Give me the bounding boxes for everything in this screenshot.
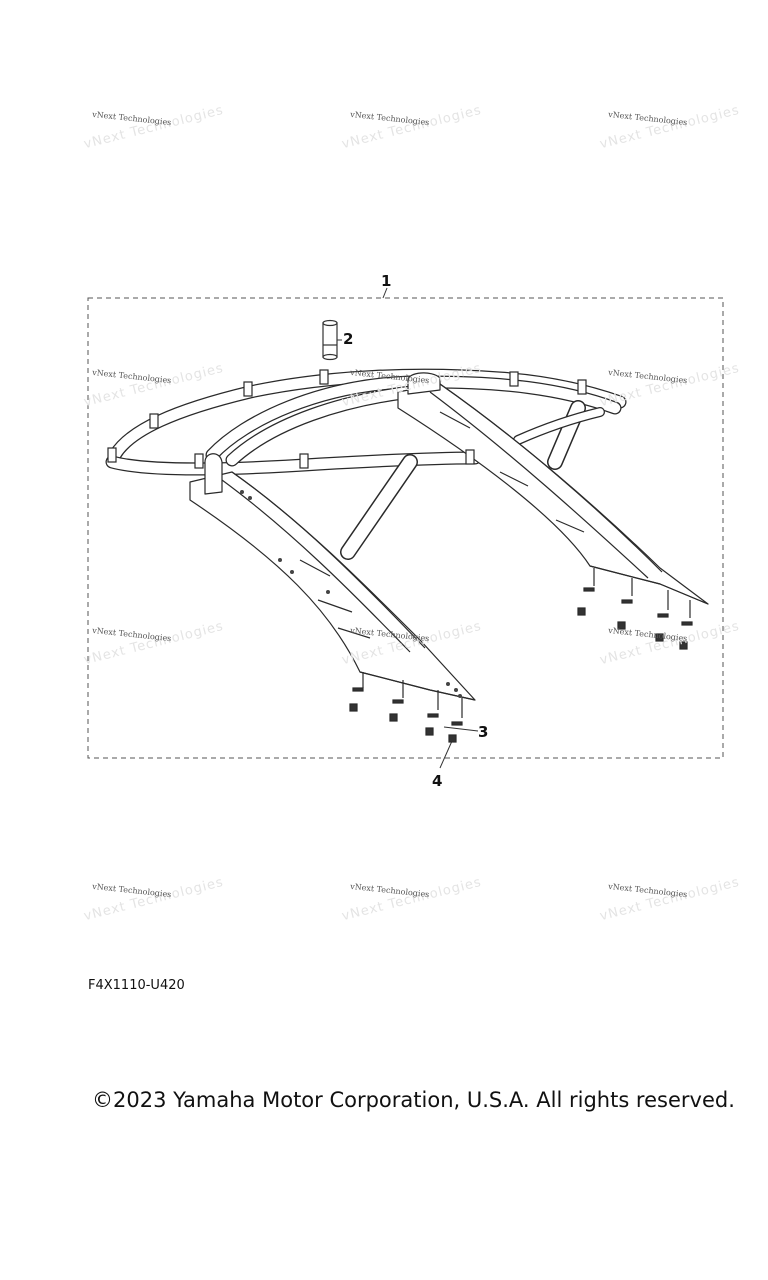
watermark: vNext Technologies vNext Technologies <box>82 618 226 669</box>
callout-4: 4 <box>432 772 442 790</box>
watermark: vNext Technologies vNext Technologies <box>340 360 484 411</box>
left-leg <box>189 453 476 701</box>
callout-2: 2 <box>343 330 353 348</box>
left-leg-fasteners <box>349 672 463 743</box>
watermark: vNext Technologies vNext Technologies <box>82 102 226 153</box>
right-leg-fasteners <box>577 568 693 650</box>
callout-1: 1 <box>381 272 391 290</box>
tube-part <box>322 319 338 361</box>
watermark: vNext Technologies vNext Technologies <box>82 874 226 925</box>
watermark: vNext Technologies vNext Technologies <box>340 874 484 925</box>
tube-clamps <box>107 369 587 469</box>
assembly-boundary <box>87 297 724 759</box>
watermark: vNext Technologies vNext Technologies <box>82 360 226 411</box>
watermark: vNext Technologies vNext Technologies <box>598 360 742 411</box>
watermark: vNext Technologies vNext Technologies <box>340 618 484 669</box>
watermark: vNext Technologies vNext Technologies <box>340 102 484 153</box>
callout-3: 3 <box>478 723 488 741</box>
part-code: F4X1110-U420 <box>88 978 185 993</box>
watermark: vNext Technologies vNext Technologies <box>598 618 742 669</box>
right-leg <box>397 372 709 605</box>
watermark: vNext Technologies vNext Technologies <box>598 102 742 153</box>
copyright-notice: ©2023 Yamaha Motor Corporation, U.S.A. A… <box>92 1088 735 1112</box>
watermark: vNext Technologies vNext Technologies <box>598 874 742 925</box>
